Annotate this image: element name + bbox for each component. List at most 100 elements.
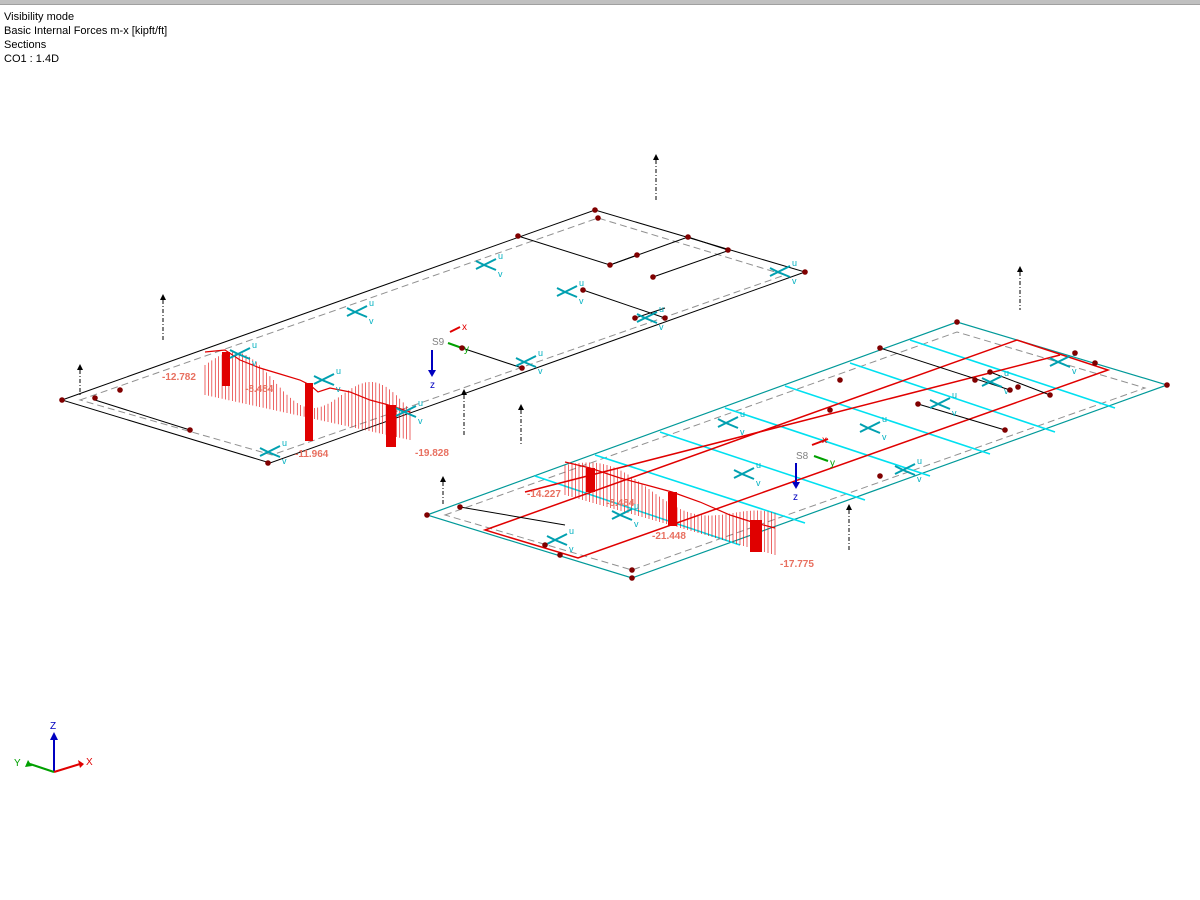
node-point [629,575,635,581]
axis-x-label: X [86,757,93,768]
node-point [877,345,883,351]
section-s9-axes: x y z S9 [428,322,469,391]
v-axis-label: v [756,478,761,488]
node-point [592,207,598,213]
surface-axis-marker: uv [556,278,584,306]
node-point [1164,382,1170,388]
marker-tail [611,514,621,520]
v-axis-label: v [498,269,503,279]
node-point [607,262,613,268]
u-axis-label: u [659,304,664,314]
u-axis-arrow [564,285,578,293]
surface-axis-marker: uv [981,368,1009,396]
node-point [662,315,668,321]
node-point [837,377,843,383]
u-axis-arrow [725,416,739,424]
window-top-border [0,0,1200,5]
v-axis-label: v [952,408,957,418]
u-axis-label: u [252,340,257,350]
marker-tail [859,423,869,429]
u-axis-label: u [792,258,797,268]
sections-label: Sections [4,39,47,51]
result-value: -17.775 [780,559,814,570]
v-axis-label: v [659,322,664,332]
surface-axes-markers: uvuvuvuvuvuvuvuvuvuvuvuvuvuvuvuvuvuvuv [229,251,1077,554]
node-point [1047,392,1053,398]
section-s8-label: S8 [796,451,809,462]
v-axis-arrow [989,381,1003,388]
marker-tail [346,311,356,317]
marker-tail [894,469,904,475]
u-axis-label: u [634,501,639,511]
surface-axis-marker: uv [259,438,287,466]
u-axis-arrow [237,347,251,355]
result-value: -12.782 [162,372,196,383]
surface-axis-marker: uv [894,456,922,484]
v-axis-label: v [634,519,639,529]
marker-tail [929,403,939,409]
section-s8-axes: x y z S8 [792,435,835,503]
v-axis-label: v [740,427,745,437]
node-point [632,315,638,321]
result-value: -14.227 [527,489,561,500]
v-axis-label: v [336,384,341,394]
surface-axis-marker: uv [733,460,761,488]
v-axis-arrow [937,403,951,410]
node-point [972,377,978,383]
marker-tail [769,267,779,273]
local-z-label: z [793,492,798,503]
v-axis-label: v [1072,366,1077,376]
marker-tail [546,535,556,541]
support-markers [79,160,1021,550]
u-axis-label: u [569,526,574,536]
result-value: -19.828 [415,448,449,459]
v-axis-arrow [321,379,335,386]
surface-axis-marker: uv [717,409,745,437]
u-axis-arrow [777,265,791,273]
marker-tail [259,447,269,453]
v-axis-arrow [523,361,537,368]
u-axis-arrow [321,373,335,381]
marker-tail [515,357,525,363]
node-point [1007,387,1013,393]
v-axis-arrow [902,469,916,476]
nodes [59,207,1170,581]
u-axis-label: u [418,398,423,408]
marker-tail [859,427,869,433]
marker-tail [981,377,991,383]
v-axis-label: v [569,544,574,554]
surface-axis-marker: uv [475,251,503,279]
v-axis-label: v [792,276,797,286]
local-z-label: z [430,380,435,391]
v-axis-arrow [725,422,739,429]
marker-tail [1049,357,1059,363]
v-axis-arrow [237,353,251,360]
force-peaks-1 [222,352,396,447]
node-point [265,460,271,466]
node-point [1015,384,1021,390]
node-point [515,233,521,239]
u-axis-label: u [579,278,584,288]
v-axis-arrow [644,317,658,324]
marker-tail [515,361,525,367]
node-point [457,504,463,510]
node-point [542,542,548,548]
v-axis-label: v [917,474,922,484]
marker-tail [313,375,323,381]
marker-tail [395,407,405,413]
visibility-mode-label: Visibility mode [4,11,75,23]
u-axis-label: u [498,251,503,261]
u-axis-arrow [867,421,881,429]
local-y-label: y [830,458,835,469]
u-axis-arrow [267,445,281,453]
u-axis-label: u [282,438,287,448]
node-point [424,512,430,518]
marker-tail [395,411,405,417]
mesh-grid-2 [534,339,1116,546]
surface-axis-marker: uv [769,258,797,286]
node-point [877,473,883,479]
view-info-panel: Visibility mode Basic Internal Forces m-… [4,10,167,66]
load-combination-label: CO1 : 1.4D [4,53,60,65]
marker-tail [556,291,566,297]
